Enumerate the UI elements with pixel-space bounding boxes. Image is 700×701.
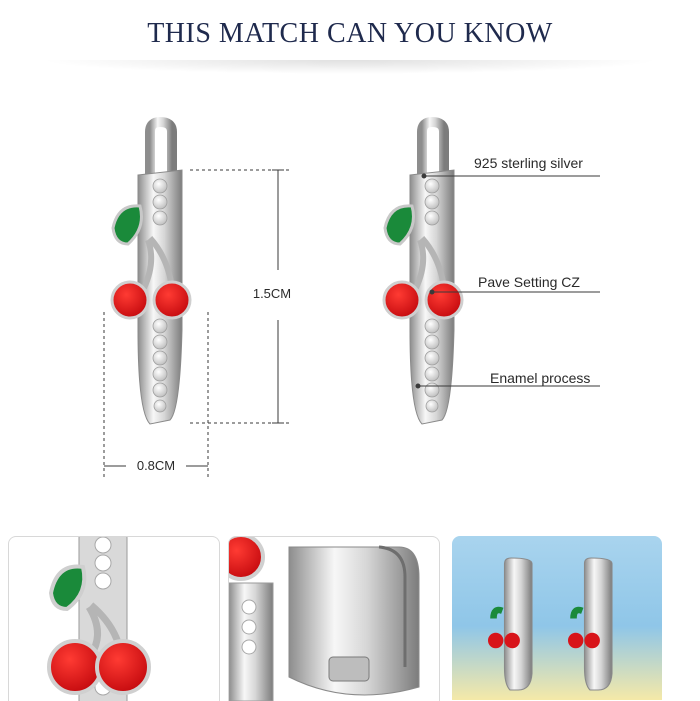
earring-left: [112, 122, 190, 424]
callout-material: 925 sterling silver: [474, 155, 583, 171]
product-diagram: 1.5CM 0.8CM 925 sterling silver Pave Set…: [103, 0, 600, 478]
thumbnail-pair-on-background: [452, 536, 662, 700]
height-label: 1.5CM: [253, 286, 291, 301]
callout-lines: [415, 173, 600, 389]
earring-right: [384, 122, 462, 424]
thumbnail-hinge-closeup: [228, 536, 440, 701]
width-label: 0.8CM: [137, 458, 175, 473]
height-dimension: [190, 169, 290, 424]
thumbnail-cherry-closeup: [8, 536, 220, 701]
title-shadow: [40, 60, 660, 74]
page-title: THIS MATCH CAN YOU KNOW: [147, 18, 553, 49]
callout-setting: Pave Setting CZ: [478, 274, 580, 290]
width-dimension: [103, 312, 209, 478]
callout-process: Enamel process: [490, 370, 590, 386]
